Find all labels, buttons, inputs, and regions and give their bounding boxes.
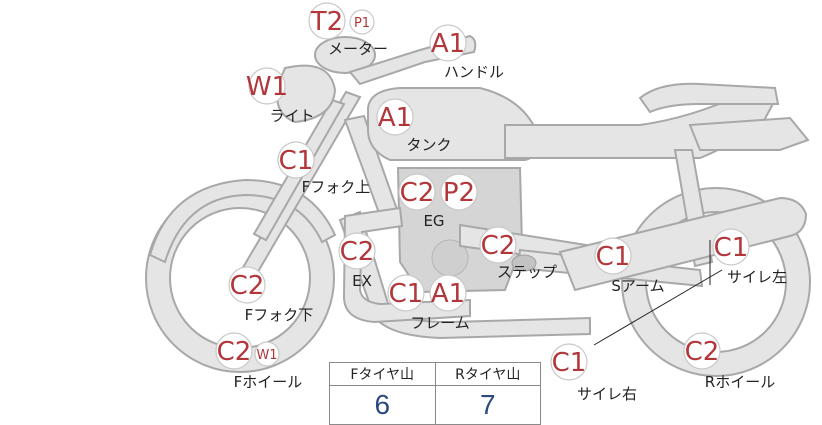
rear-tread-header: Rタイヤ山	[434, 362, 541, 386]
code-badge: C2	[340, 237, 375, 267]
part-label: Fフォク上	[302, 178, 371, 196]
code-badge: C1	[279, 146, 314, 176]
code-badge: C2	[685, 337, 720, 367]
inspection-point-ffork-down: C2 Fフォク下	[228, 266, 314, 324]
inspection-point-meter: T2 P1 メーター	[308, 2, 388, 58]
inspection-point-swingarm: C1 Sアーム	[594, 237, 665, 295]
code-badge-small: P1	[354, 16, 370, 31]
code-badge: C2	[230, 271, 265, 301]
part-label: ライト	[269, 107, 314, 125]
inspection-point-exhaust: C2 EX	[338, 232, 376, 290]
inspection-point-ffork-up: C1 Fフォク上	[277, 141, 371, 196]
inspection-point-handle: A1 ハンドル	[429, 24, 504, 81]
part-label: タンク	[406, 136, 451, 154]
front-tread-value: 6	[329, 385, 436, 425]
tire-tread-table: Fタイヤ山 Rタイヤ山 6 7	[329, 362, 541, 425]
part-label: Sアーム	[611, 277, 664, 295]
code-badge: C1	[596, 242, 631, 272]
headlight	[276, 64, 337, 124]
motorcycle-silhouette	[145, 34, 811, 377]
rear-tread-value: 7	[434, 385, 541, 425]
code-badge: C2	[400, 178, 435, 208]
code-badge: A1	[431, 279, 465, 309]
code-badge-small: W1	[256, 348, 277, 363]
inspection-point-rwheel: C2 Rホイール	[683, 332, 775, 391]
inspection-point-muffler-r: C1 サイレ右	[550, 343, 637, 403]
inspection-point-fwheel: C2 W1 Fホイール	[215, 332, 303, 391]
part-label: ステップ	[497, 263, 557, 281]
part-label: サイレ右	[577, 385, 637, 403]
inspection-point-muffler-l: C1 サイレ左	[712, 228, 787, 286]
part-label: EG	[423, 212, 444, 230]
footstep	[511, 254, 537, 272]
code-badge: C1	[389, 279, 424, 309]
front-tread-header: Fタイヤ山	[329, 362, 436, 386]
inspection-point-tank: A1 タンク	[376, 98, 452, 154]
code-badge: C1	[714, 233, 749, 263]
part-label: ハンドル	[444, 63, 504, 81]
part-label: Fフォク下	[245, 306, 314, 324]
part-label: メーター	[328, 40, 388, 58]
part-label: Rホイール	[705, 373, 775, 391]
code-badge: C1	[552, 348, 587, 378]
inspection-point-step: C2 ステップ	[479, 226, 557, 281]
code-badge: P2	[443, 178, 475, 208]
code-badge: W1	[246, 72, 288, 102]
leader-lines	[593, 240, 723, 346]
part-label: フレーム	[410, 314, 470, 332]
code-badge: C2	[217, 337, 252, 367]
inspection-point-engine: C2 P2 EG	[398, 173, 478, 230]
part-label: EX	[352, 272, 372, 290]
leader-line-muffler-r	[593, 269, 723, 346]
exhaust-pipe	[342, 206, 471, 324]
part-label: Fホイール	[234, 373, 303, 391]
code-badge: T2	[310, 7, 343, 37]
rear-fender	[688, 116, 810, 151]
part-label: サイレ左	[727, 268, 787, 286]
inspection-point-light: W1 ライト	[246, 67, 315, 125]
code-badge: A1	[378, 103, 412, 133]
meter-housing	[314, 36, 376, 74]
inspection-point-frame: C1 A1 フレーム	[387, 274, 470, 332]
code-badge: A1	[431, 29, 465, 59]
code-badge: C2	[481, 231, 516, 261]
